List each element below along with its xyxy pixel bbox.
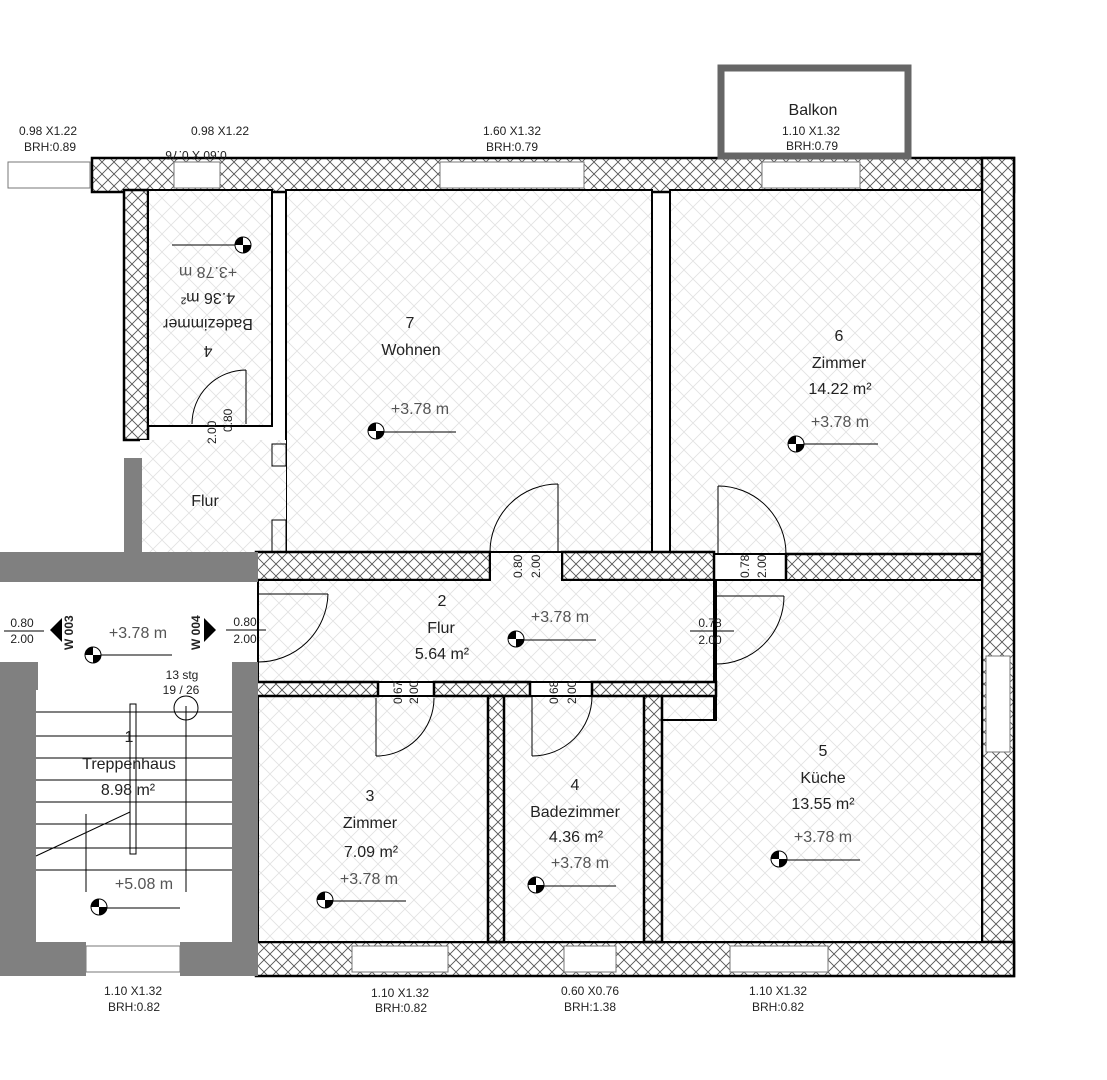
window-size: 1.10 X1.32 (749, 984, 807, 998)
window-brh: 0.60 X 0.76 (165, 148, 227, 162)
room-number: 2 (438, 593, 447, 610)
room-elevation: +3.78 m (340, 871, 398, 888)
door-height: 2.00 (698, 633, 722, 647)
window-brh: BRH:1.38 (564, 1000, 616, 1014)
marker-room6 (787, 435, 878, 453)
window-size: 0.60 X0.76 (561, 984, 619, 998)
door-height: 2.00 (233, 632, 257, 646)
door-labels: 0.80 2.00 0.80 2.00 0.78 2.00 0.78 2.00 … (4, 408, 769, 704)
marker-living (367, 422, 456, 440)
window-brh: BRH:0.82 (752, 1000, 804, 1014)
room-area: 14.22 m² (808, 381, 872, 398)
door-height: 2.00 (205, 420, 219, 444)
upper-bath-labels: 4 Badezimmer 4.36 m² +3.78 m (162, 263, 252, 359)
window-size: 1.10 X1.32 (782, 124, 840, 138)
room-area: 7.09 m² (344, 844, 399, 861)
door-width: 0.80 (511, 554, 525, 578)
room-name: Wohnen (381, 342, 440, 359)
window-size: 1.10 X1.32 (371, 986, 429, 1000)
door-width: 0.68 (547, 680, 561, 704)
room-area: 4.36 m² (180, 289, 235, 306)
room3-labels: 3 Zimmer 7.09 m² +3.78 m (340, 788, 399, 888)
marker-corridor (507, 630, 596, 648)
window-size: 0.98 X1.22 (19, 124, 77, 138)
stairwell-walls (0, 458, 258, 976)
room-elevation: +3.78 m (179, 263, 237, 280)
door-width: 0.78 (698, 616, 722, 630)
room-number: 3 (366, 788, 375, 805)
stair-labels: 1 Treppenhaus 8.98 m² +5.08 m 13 stg 19 … (82, 668, 200, 893)
room-name: Flur (427, 620, 455, 637)
corridor-labels: 2 Flur 5.64 m² +3.78 m (415, 593, 589, 663)
window-size: 1.60 X1.32 (483, 124, 541, 138)
room-elevation: +3.78 m (794, 829, 852, 846)
room-name: Zimmer (812, 355, 867, 372)
room-area: 5.64 m² (415, 646, 470, 663)
room-name: Küche (800, 770, 845, 787)
stair-rise: 19 / 26 (163, 683, 200, 697)
kitchen-labels: 5 Küche 13.55 m² +3.78 m (791, 743, 855, 846)
balcony-label: Balkon (789, 102, 838, 119)
balcony-text: Balkon 1.10 X1.32 BRH:0.79 (782, 102, 840, 153)
door-height: 2.00 (755, 554, 769, 578)
door-swings (191, 369, 787, 757)
room-number: 1 (125, 729, 134, 746)
bath-labels: 4 Badezimmer 4.36 m² +3.78 m (530, 777, 620, 872)
window-brh: BRH:0.89 (24, 140, 76, 154)
marker-stair (90, 898, 180, 916)
elevation-markers (50, 236, 878, 916)
room6-labels: 6 Zimmer 14.22 m² +3.78 m (808, 328, 872, 431)
room-number: 4 (571, 777, 580, 794)
door-height: 2.00 (529, 554, 543, 578)
room-living-labels: 7 Wohnen +3.78 m (381, 315, 449, 418)
window-brh: BRH:0.79 (486, 140, 538, 154)
window-brh: BRH:0.79 (786, 139, 838, 153)
marker-w003: W 003 (62, 615, 76, 650)
stair-steps: 13 stg (166, 668, 199, 682)
room-name: Badezimmer (162, 315, 252, 332)
marker-kitchen (770, 850, 860, 868)
room-name: Zimmer (343, 815, 398, 832)
marker-bath (527, 876, 616, 894)
balcony-outline (717, 64, 912, 160)
room-area: 4.36 m² (549, 829, 604, 846)
room-name: Treppenhaus (82, 756, 176, 773)
room-elevation: +3.78 m (391, 401, 449, 418)
window-brh: BRH:0.82 (375, 1001, 427, 1015)
door-height: 2.00 (10, 632, 34, 646)
stair-treads (35, 695, 232, 892)
room-name: Badezimmer (530, 804, 620, 821)
window-size: 1.10 X1.32 (104, 984, 162, 998)
room-number: 4 (203, 342, 212, 359)
door-height: 2.00 (407, 680, 421, 704)
marker-upper-bath (172, 236, 252, 254)
room-number: 5 (819, 743, 828, 760)
marker-room3 (316, 891, 406, 909)
door-width: 0.80 (10, 616, 34, 630)
room-floors (140, 189, 984, 944)
room-elevation: +5.08 m (115, 876, 173, 893)
marker-w004: W 004 (189, 615, 203, 650)
room-area: 13.55 m² (791, 796, 855, 813)
door-width: 0.80 (221, 408, 235, 432)
window-openings (7, 161, 1011, 973)
window-size: 0.98 X1.22 (191, 124, 249, 138)
door-width: 0.67 (391, 680, 405, 704)
room-elevation: +3.78 m (551, 855, 609, 872)
door-width: 0.78 (738, 554, 752, 578)
window-labels: 0.98 X1.22 BRH:0.89 0.98 X1.22 0.60 X 0.… (19, 124, 807, 1015)
room-elevation: +3.78 m (531, 609, 589, 626)
room-elevation: +3.78 m (811, 414, 869, 431)
window-brh: BRH:0.82 (108, 1000, 160, 1014)
door-height: 2.00 (565, 680, 579, 704)
room-number: 7 (406, 315, 415, 332)
room-number: 6 (835, 328, 844, 345)
door-width: 0.80 (233, 615, 257, 629)
marker-stair-landing (84, 646, 172, 664)
stair-landing-elevation: +3.78 m (109, 625, 167, 642)
room-area: 8.98 m² (101, 782, 156, 799)
flur-left-label: Flur (191, 493, 219, 510)
